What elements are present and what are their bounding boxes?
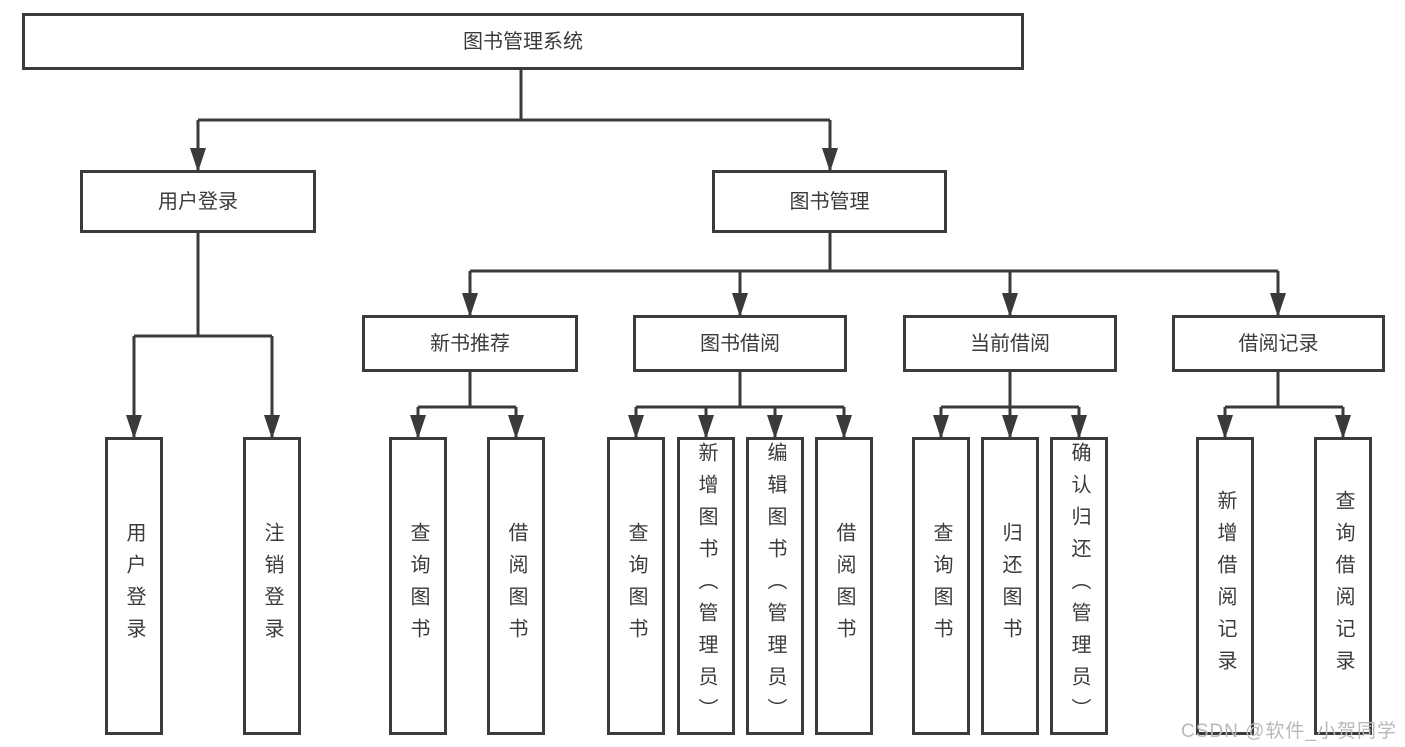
node-new-book-recommend: 新书推荐: [362, 315, 578, 372]
node-root: 图书管理系统: [22, 13, 1024, 70]
leaf-label: 新增借阅记录: [1214, 490, 1236, 682]
leaf-query-books-current: 查询图书: [912, 437, 970, 735]
leaf-label: 注销登录: [261, 522, 283, 650]
leaf-edit-book-admin: 编辑图书（管理员）: [746, 437, 804, 735]
leaf-label: 借阅图书: [833, 522, 855, 650]
leaf-label: 新增图书（管理员）: [695, 442, 717, 730]
leaf-label: 查询图书: [407, 522, 429, 650]
leaf-user-login: 用户登录: [105, 437, 163, 735]
leaf-query-borrow-record: 查询借阅记录: [1314, 437, 1372, 735]
node-user-login: 用户登录: [80, 170, 316, 233]
leaf-borrow-books-borrow: 借阅图书: [815, 437, 873, 735]
leaf-borrow-books-recommend: 借阅图书: [487, 437, 545, 735]
leaf-label: 归还图书: [999, 522, 1021, 650]
leaf-label: 查询图书: [625, 522, 647, 650]
node-borrow-records: 借阅记录: [1172, 315, 1385, 372]
node-book-management: 图书管理: [712, 170, 947, 233]
arrowheads: [126, 148, 1351, 439]
leaf-logout: 注销登录: [243, 437, 301, 735]
leaf-query-books-borrow: 查询图书: [607, 437, 665, 735]
leaf-label: 确认归还（管理员）: [1068, 442, 1090, 730]
leaf-add-book-admin: 新增图书（管理员）: [677, 437, 735, 735]
node-book-borrow: 图书借阅: [633, 315, 847, 372]
leaf-confirm-return-admin: 确认归还（管理员）: [1050, 437, 1108, 735]
watermark: CSDN @软件_小贺同学: [1181, 721, 1397, 742]
leaf-label: 查询图书: [930, 522, 952, 650]
leaf-label: 查询借阅记录: [1332, 490, 1354, 682]
node-current-borrow: 当前借阅: [903, 315, 1117, 372]
leaf-label: 借阅图书: [505, 522, 527, 650]
leaf-return-book: 归还图书: [981, 437, 1039, 735]
leaf-label: 编辑图书（管理员）: [764, 442, 786, 730]
leaf-label: 用户登录: [123, 522, 145, 650]
leaf-query-books-recommend: 查询图书: [389, 437, 447, 735]
leaf-add-borrow-record: 新增借阅记录: [1196, 437, 1254, 735]
